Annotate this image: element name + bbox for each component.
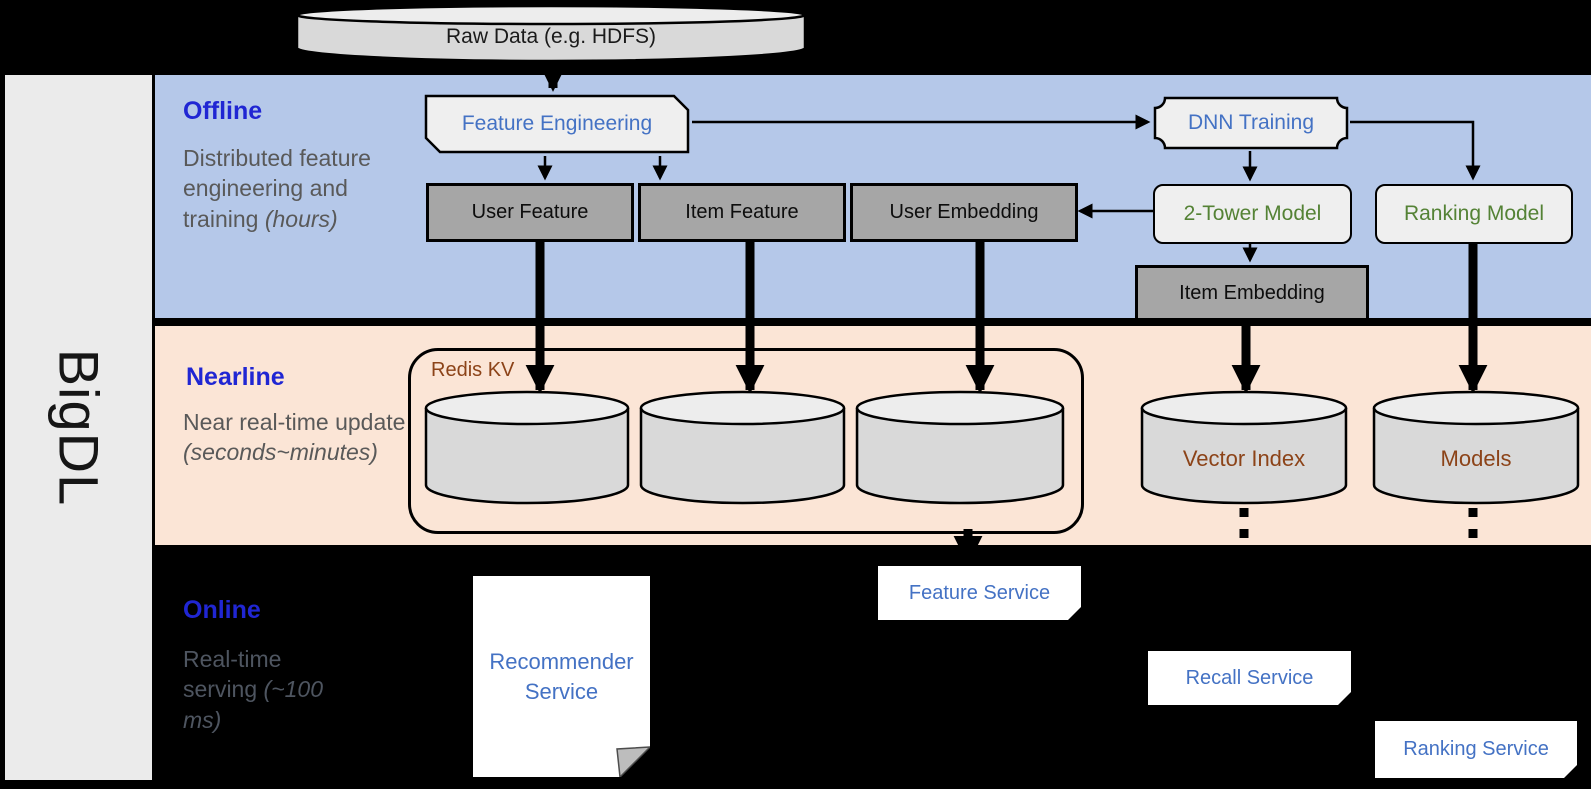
item-feature-node: Item Feature bbox=[638, 183, 846, 242]
feature-service-label: Feature Service bbox=[908, 581, 1051, 604]
vector-index-label: Vector Index bbox=[1182, 445, 1306, 471]
ranking-model-label: Ranking Model bbox=[1403, 202, 1545, 225]
plaque-shape bbox=[1153, 96, 1349, 150]
online-title: Online bbox=[183, 596, 261, 624]
cylinder-shape bbox=[295, 4, 807, 62]
raw-data-label: Raw Data (e.g. HDFS) bbox=[445, 25, 657, 48]
recall-service-label: Recall Service bbox=[1185, 666, 1314, 689]
feature-service-node: Feature Service bbox=[878, 566, 1081, 620]
feature-engineering-label: Feature Engineering bbox=[461, 112, 653, 135]
vector-index-store: Vector Index bbox=[1140, 388, 1348, 505]
redis-kv-label: Redis KV bbox=[431, 359, 515, 381]
cylinder-shape bbox=[855, 390, 1065, 505]
cylinder-shape bbox=[639, 390, 846, 505]
ranking-model-node: Ranking Model bbox=[1375, 184, 1573, 244]
user-feature-label: User Feature bbox=[471, 201, 589, 223]
recall-service-node: Recall Service bbox=[1148, 651, 1351, 705]
cylinder-shape bbox=[1140, 390, 1348, 505]
ranking-service-label: Ranking Service bbox=[1403, 738, 1549, 760]
offline-description: Distributed feature engineering and trai… bbox=[183, 145, 371, 232]
redis-shard-cylinder bbox=[855, 388, 1065, 505]
offline-title: Offline bbox=[183, 97, 263, 125]
user-embedding-label: User Embedding bbox=[889, 201, 1039, 223]
redis-shard-cylinder bbox=[639, 388, 846, 505]
recommender-service-node: Recommender Service bbox=[473, 576, 650, 777]
feature-engineering-node: Feature Engineering bbox=[424, 94, 690, 154]
recommender-service-label: Recommender Service bbox=[489, 648, 634, 704]
models-store: Models bbox=[1372, 388, 1580, 505]
two-tower-model-node: 2-Tower Model bbox=[1153, 184, 1352, 244]
document-shape bbox=[473, 576, 650, 777]
dnn-training-node: DNN Training bbox=[1153, 96, 1349, 150]
process-shape bbox=[424, 94, 690, 154]
item-feature-label: Item Feature bbox=[685, 201, 799, 223]
item-embedding-label: Item Embedding bbox=[1179, 281, 1325, 304]
item-embedding-node: Item Embedding bbox=[1135, 265, 1369, 321]
redis-shard-cylinder bbox=[424, 388, 630, 505]
cylinder-shape bbox=[424, 390, 630, 505]
ranking-service-node: Ranking Service bbox=[1375, 721, 1577, 778]
user-feature-node: User Feature bbox=[426, 183, 634, 242]
online-description: Real-time serving (~100 ms) bbox=[183, 646, 324, 733]
brand-label: BigDL bbox=[47, 348, 110, 507]
raw-data-store: Raw Data (e.g. HDFS) bbox=[295, 4, 807, 62]
nearline-title: Nearline bbox=[186, 363, 285, 391]
models-label: Models bbox=[1440, 445, 1512, 471]
nearline-description: Near real-time update (seconds~minutes) bbox=[183, 409, 406, 466]
dnn-training-label: DNN Training bbox=[1187, 111, 1315, 134]
two-tower-model-label: 2-Tower Model bbox=[1183, 202, 1322, 225]
bigdl-brand-bar: BigDL bbox=[5, 75, 152, 780]
user-embedding-node: User Embedding bbox=[850, 183, 1078, 242]
cylinder-shape bbox=[1372, 390, 1580, 505]
